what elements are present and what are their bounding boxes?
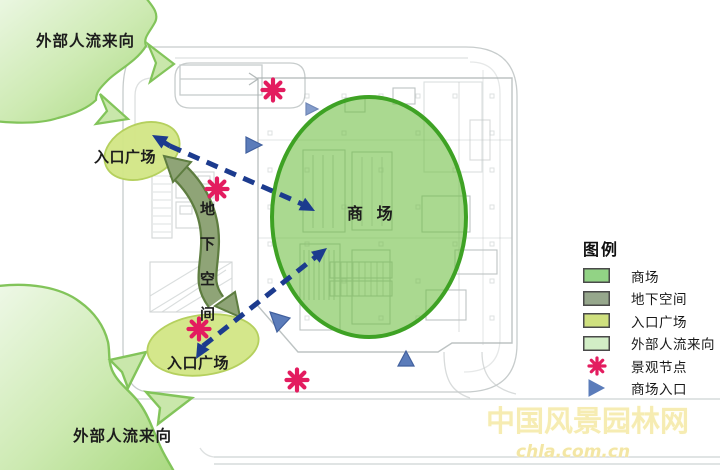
road-left-inner-corner (134, 77, 154, 148)
underground-swatch-icon (583, 290, 610, 306)
entry-plaza-swatch-icon (583, 313, 610, 328)
underground-arrowhead-bottom (212, 290, 242, 319)
landscape-node-marker (204, 176, 230, 202)
legend-item-label: 商场入口 (631, 382, 687, 398)
road-funnel-curve-2 (481, 351, 517, 395)
mall-entrance-marker (397, 349, 415, 367)
flow-blob-top-body (0, 0, 158, 124)
flow-arrowhead (93, 93, 131, 126)
flow-label-bottom: 外部人流来向 (73, 427, 173, 445)
flow-blob-bottom-body (0, 283, 175, 470)
sidewalk-left-curl (199, 447, 215, 458)
dash-arrowhead (298, 197, 315, 211)
legend-item-label: 地下空间 (631, 292, 687, 308)
parking-strip-outline (174, 62, 306, 109)
mall-entrance-marker-small (305, 102, 320, 116)
flow-blob-top-left (0, 0, 176, 126)
landscape-node-markers (186, 77, 310, 393)
mall-entrance-marker (269, 311, 292, 334)
building-outline (257, 77, 513, 353)
ring-road (122, 46, 518, 393)
road-funnel-curve-1 (443, 351, 471, 399)
legend-item-label: 入口广场 (631, 314, 687, 331)
landscape-node-marker (186, 316, 212, 342)
legend-item-underground: 地下空间 (583, 290, 720, 308)
parking-strip-inner (179, 64, 263, 96)
legend-item-external-flow: 外部人流来向 (583, 335, 720, 353)
dash-arrowhead (311, 248, 327, 263)
flow-dashed-line-lower (201, 253, 320, 348)
flow-label-top: 外部人流来向 (36, 32, 136, 50)
flow-arrowhead (143, 390, 196, 427)
legend: 图例 商场 地下空间 入口广场 外部人流来向 景观节点 商场入口 (583, 236, 720, 403)
landscape-node-marker (260, 77, 286, 103)
underground-arrowhead-top (162, 154, 193, 184)
flow-arrow-heads (152, 135, 327, 359)
legend-item-landscape-node: 景观节点 (583, 355, 720, 376)
underground-space-label: 地下空间 (198, 201, 216, 341)
legend-title: 图例 (583, 240, 620, 259)
mall-entrance-marker (245, 136, 264, 154)
entry-plaza-label-upper: 入口广场 (94, 148, 157, 166)
legend-item-entry-plaza: 入口广场 (583, 313, 720, 331)
flow-blob-bottom-left (0, 283, 196, 470)
mall-entrance-icon (583, 379, 610, 397)
external-flow-swatch-icon (583, 335, 610, 351)
mall-zone-ellipse (270, 95, 468, 339)
entry-plaza-label-lower: 入口广场 (167, 354, 230, 372)
legend-item-label: 商场 (631, 269, 659, 286)
flow-dashed-line-upper (168, 143, 304, 207)
mall-entrance-markers (245, 102, 415, 367)
legend-item-mall: 商场 (583, 268, 720, 286)
mall-label: 商 场 (347, 204, 397, 223)
underground-ribbon-fill (170, 163, 223, 307)
legend-item-label: 外部人流来向 (631, 337, 715, 353)
ramp-diagonals (149, 261, 233, 313)
dash-arrowhead (152, 135, 169, 149)
flow-arrowhead (107, 350, 149, 391)
parking-strip (174, 62, 306, 109)
flow-arrowhead (145, 40, 176, 85)
mall-swatch-icon (583, 268, 610, 283)
plan-room (469, 119, 491, 161)
landscape-node-marker (284, 367, 310, 393)
underground-space-arrow (162, 154, 242, 319)
legend-item-label: 景观节点 (631, 359, 687, 376)
dash-arrowhead (196, 342, 210, 359)
landscape-node-icon (583, 355, 610, 376)
parking-direction-arrow (248, 72, 259, 86)
road-inner-ring-right (463, 61, 501, 373)
legend-item-mall-entrance: 商场入口 (583, 379, 720, 398)
